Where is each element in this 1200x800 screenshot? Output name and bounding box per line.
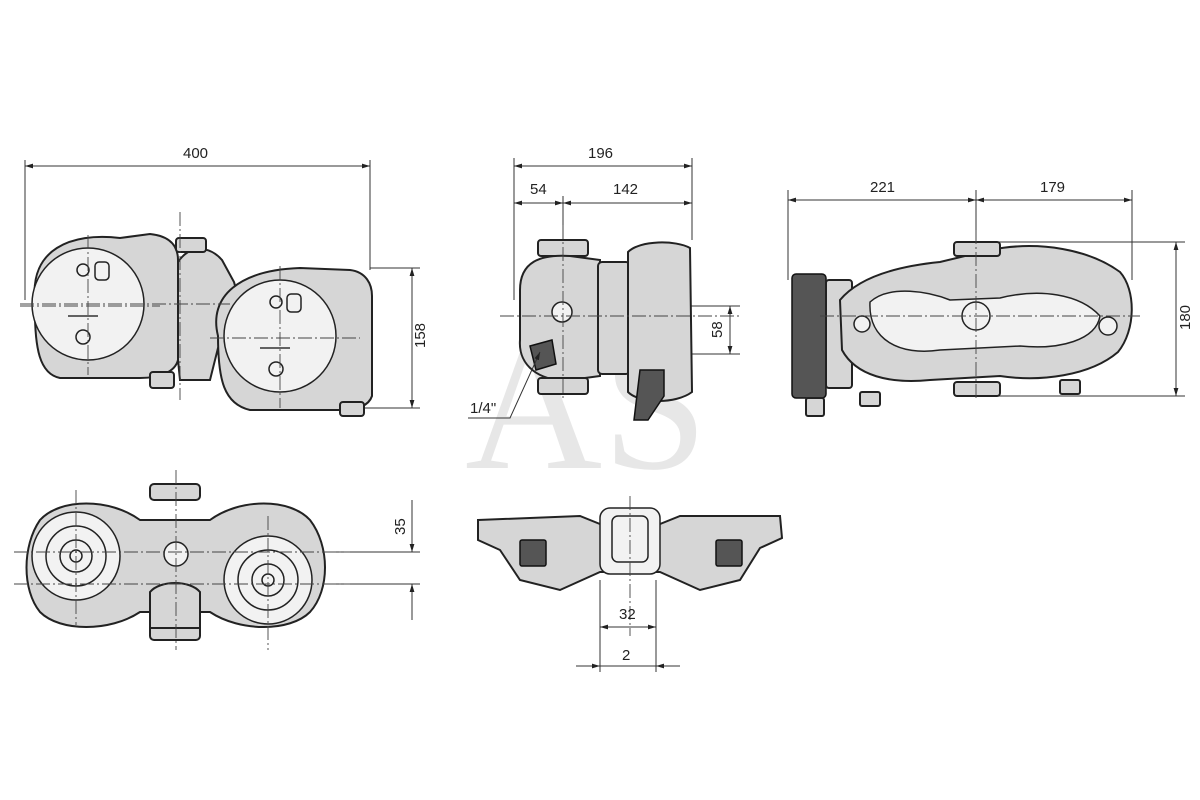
side-view: 196 54 142 58 1/4" (468, 145, 740, 421)
dim-label-35: 35 (392, 518, 409, 535)
front-view: 400 158 (20, 145, 429, 417)
dim-label-2: 2 (622, 647, 630, 664)
dim-label-180: 180 (1177, 305, 1194, 330)
top-detail-view: 32 2 (477, 496, 784, 672)
dim-label-196: 196 (588, 145, 613, 162)
dim-label-58: 58 (709, 321, 726, 338)
bottom-view: 35 (14, 470, 420, 650)
dim-label-158: 158 (412, 323, 429, 348)
dim-label-179: 179 (1040, 179, 1065, 196)
dim-label-142: 142 (613, 181, 638, 198)
dim-label-32: 32 (619, 606, 636, 623)
thread-label: 1/4" (470, 400, 496, 417)
dim-label-400: 400 (183, 145, 208, 162)
dim-label-54: 54 (530, 181, 547, 198)
dim-label-221: 221 (870, 179, 895, 196)
right-view: 221 179 180 (787, 179, 1194, 417)
